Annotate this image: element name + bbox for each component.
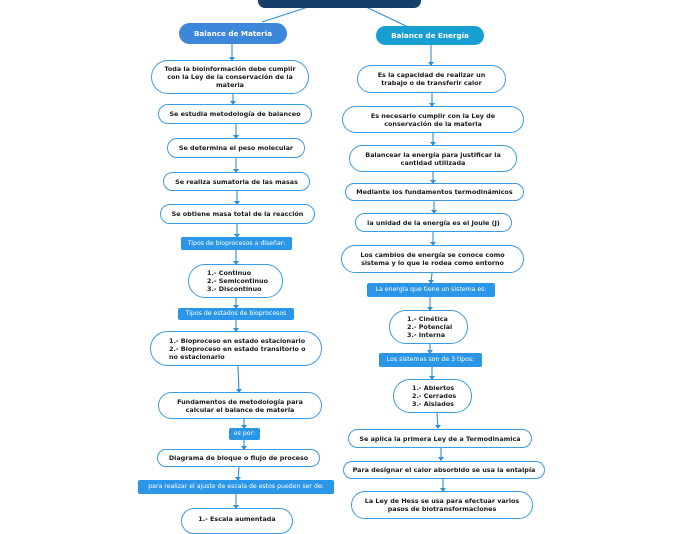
metodologia-balanceo-node[interactable]: Se estudia metodología de balanceo xyxy=(158,104,312,124)
capacidad-trabajo-node[interactable]: Es la capacidad de realizar un trabajo o… xyxy=(357,65,506,93)
balancear-energia-node[interactable]: Balancear la energía para justificar la … xyxy=(349,145,517,172)
energia-sistema-label[interactable]: La energía que tiene un sistema es: xyxy=(367,283,495,297)
estado-estacionario: 1.- Bioproceso en estado estacionario xyxy=(169,336,306,345)
estado-transitorio: 2.- Bioproceso en estado transitorio o n… xyxy=(169,344,306,361)
tipos-estados-label[interactable]: Tipos de estados de bioprocesos xyxy=(178,308,294,320)
sistema-abierto: 1.- Abiertos xyxy=(412,384,455,392)
sistema-aislado: 3.- Aislados xyxy=(412,400,454,408)
masa-total-node[interactable]: Se obtiene masa total de la reacción xyxy=(160,204,315,224)
sumatoria-masas-node[interactable]: Se realiza sumatoria de las masas xyxy=(163,172,310,191)
ajuste-escala-label[interactable]: para realizar el ajuste de escala de est… xyxy=(138,480,334,494)
ley-hess-node[interactable]: La Ley de Hess se usa para efectuar vari… xyxy=(351,491,533,519)
balance-energia-node[interactable]: Balance de Energía xyxy=(376,26,484,45)
tipos-energia-node[interactable]: 1.- Cinética 2.- Potencial 3.- Interna xyxy=(389,310,468,344)
energia-cinetica: 1.- Cinética xyxy=(407,315,448,323)
es-por-label[interactable]: es por: xyxy=(229,428,260,440)
root-node[interactable] xyxy=(258,0,421,8)
entalpia-node[interactable]: Para designar el calor absorbido se usa … xyxy=(343,461,545,479)
unidad-joule-node[interactable]: la unidad de la energía es el Joule (J) xyxy=(355,213,512,232)
ley-conservacion-node[interactable]: Es necesario cumplir con la Ley de conse… xyxy=(342,106,524,133)
bioproceso-continuo: 1.- Continuo xyxy=(207,269,252,277)
bioproceso-discontinuo: 3.- Discontinuo xyxy=(207,285,262,293)
tipos-sistemas-label[interactable]: Los sistemas son de 3 tipos: xyxy=(379,353,482,367)
tipos-bioprocesos-node[interactable]: 1.- Continuo 2.- Semicontinuo 3.- Discon… xyxy=(188,264,283,298)
fundamentos-termodinamicos-node[interactable]: Mediante los fundamentos termodinámicos xyxy=(345,183,524,201)
connector-lines xyxy=(229,6,446,509)
peso-molecular-node[interactable]: Se determina el peso molecular xyxy=(167,138,305,158)
fundamentos-metodologia-node[interactable]: Fundamentos de metodología para calcular… xyxy=(158,392,322,419)
tipos-sistemas-node[interactable]: 1.- Abiertos 2.- Cerrados 3.- Aislados xyxy=(393,379,472,413)
energia-interna: 3.- Interna xyxy=(407,331,446,339)
materia-conservacion-node[interactable]: Toda la bioinformación debe cumplir con … xyxy=(151,60,309,94)
balance-materia-node[interactable]: Balance de Materia xyxy=(179,23,287,44)
sistema-cerrado: 2.- Cerrados xyxy=(412,392,457,400)
cambios-energia-node[interactable]: Los cambios de energía se conoce como si… xyxy=(341,245,524,273)
escala-node[interactable]: 1.- Escala aumentada xyxy=(181,508,293,534)
bioproceso-semicontinuo: 2.- Semicontinuo xyxy=(207,277,269,285)
primera-ley-node[interactable]: Se aplica la primera Ley de a Termodinam… xyxy=(348,429,532,448)
energia-potencial: 2.- Potencial xyxy=(407,323,453,331)
tipos-bioprocesos-label[interactable]: Tipos de bioprocesos a diseñar: xyxy=(181,237,292,250)
escala-aumentada: 1.- Escala aumentada xyxy=(198,515,276,523)
estados-bioprocesos-node[interactable]: 1.- Bioproceso en estado estacionario 2.… xyxy=(150,331,322,366)
diagrama-bloque-node[interactable]: Diagrama de bloque o flujo de proceso xyxy=(157,449,320,467)
